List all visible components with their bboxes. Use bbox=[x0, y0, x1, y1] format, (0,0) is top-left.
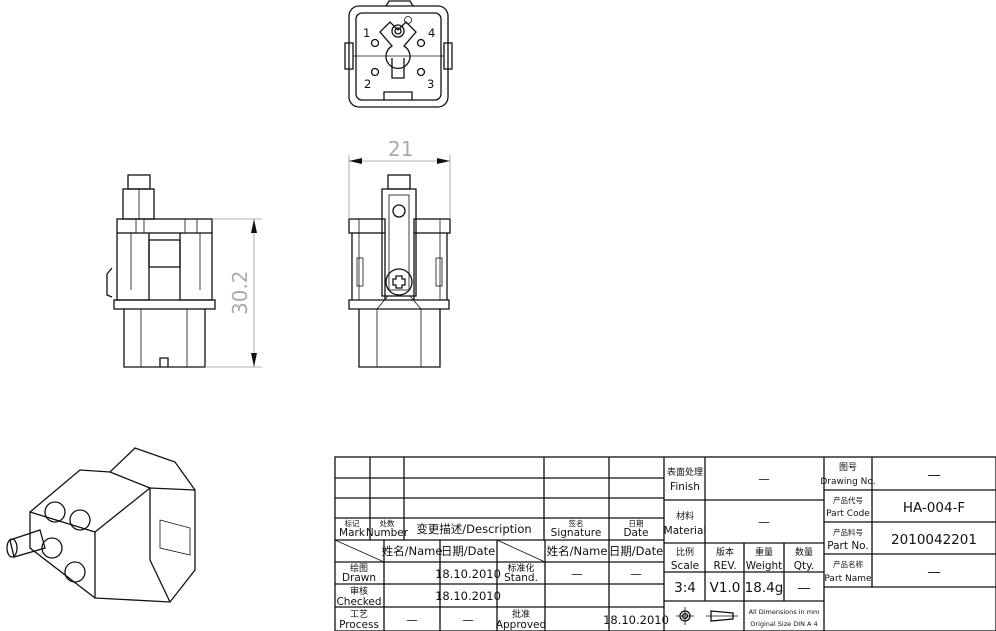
dimension-width-label: 21 bbox=[388, 137, 413, 161]
process-name: — bbox=[406, 613, 418, 627]
part-name-label-cn: 产品名称 bbox=[833, 559, 863, 569]
finish-value: — bbox=[758, 472, 770, 486]
isometric-view bbox=[6, 447, 196, 603]
qty-label-cn: 数量 bbox=[795, 546, 813, 558]
finish-label-cn: 表面处理 bbox=[667, 466, 703, 478]
drawing-no-label: Drawing No. bbox=[820, 477, 875, 487]
drawn-label-cn: 绘图 bbox=[350, 562, 368, 574]
scale-value: 3:4 bbox=[674, 580, 696, 596]
rev-value: V1.0 bbox=[710, 580, 741, 596]
mark-header-cn: 标记 bbox=[345, 518, 360, 528]
material-label: Material bbox=[664, 525, 707, 537]
side-view bbox=[106, 174, 216, 368]
projection-symbol-icon bbox=[676, 607, 738, 625]
number-header-cn: 处数 bbox=[380, 518, 395, 528]
approved-label-cn: 批准 bbox=[512, 608, 530, 620]
title-block-grid bbox=[334, 456, 996, 631]
drawn-label: Drawn bbox=[342, 572, 376, 584]
qty-value: — bbox=[797, 580, 811, 596]
date-header: Date bbox=[623, 527, 648, 539]
part-name-value: — bbox=[927, 564, 941, 580]
weight-label: Weight bbox=[746, 560, 783, 572]
part-code-value: HA-004-F bbox=[903, 500, 965, 516]
stand-name: — bbox=[571, 567, 583, 581]
scale-label-cn: 比例 bbox=[676, 546, 694, 558]
rev-label-cn: 版本 bbox=[716, 546, 734, 558]
width-dimension: 21 bbox=[348, 137, 451, 219]
approved-date: 18.10.2010 bbox=[603, 613, 669, 627]
part-no-value: 2010042201 bbox=[891, 532, 977, 548]
dimensions-note: All Dimensions in mm bbox=[749, 608, 820, 616]
stand-label-cn: 标准化 bbox=[507, 562, 534, 574]
stand-label: Stand. bbox=[504, 572, 538, 584]
process-label-cn: 工艺 bbox=[350, 609, 368, 620]
signature-header-cn: 签名 bbox=[569, 518, 584, 528]
original-size-note: Original Size DIN A 4 bbox=[750, 620, 817, 628]
front-view: 1 4 2 3 bbox=[344, 0, 453, 108]
drawn-date: 18.10.2010 bbox=[435, 567, 501, 581]
pin-label-4: 4 bbox=[428, 26, 435, 40]
pin-label-2: 2 bbox=[364, 77, 371, 91]
weight-label-cn: 重量 bbox=[755, 546, 773, 558]
material-value: — bbox=[758, 515, 770, 529]
date-header-cn: 日期 bbox=[629, 519, 644, 528]
checked-label: Checked bbox=[336, 596, 381, 608]
part-name-label: Part Name bbox=[824, 574, 872, 584]
part-no-label-cn: 产品料号 bbox=[833, 527, 863, 537]
weight-value: 18.4g bbox=[745, 580, 784, 596]
process-label: Process bbox=[339, 619, 379, 631]
rear-view bbox=[348, 174, 451, 368]
material-label-cn: 材料 bbox=[676, 510, 694, 522]
height-dimension: 30.2 bbox=[205, 218, 262, 368]
rev-label: REV. bbox=[713, 560, 736, 572]
stand-date: — bbox=[630, 567, 642, 581]
part-no-label: Part No. bbox=[827, 540, 869, 552]
mark-header: Mark bbox=[339, 527, 366, 539]
part-code-label: Part Code bbox=[826, 509, 870, 519]
qty-label: Qty. bbox=[794, 560, 814, 572]
process-date: — bbox=[462, 613, 474, 627]
drawing-no-value: — bbox=[927, 467, 941, 483]
description-header: 变更描述/Description bbox=[416, 522, 531, 536]
checked-date: 18.10.2010 bbox=[435, 589, 501, 603]
part-code-label-cn: 产品代号 bbox=[833, 495, 863, 505]
drawing-no-label-cn: 图号 bbox=[839, 462, 857, 473]
scale-label: Scale bbox=[671, 560, 699, 572]
title-block: 标记 Mark 处数 Number 变更描述/Description 签名 Si… bbox=[336, 462, 976, 631]
number-header: Number bbox=[366, 527, 409, 539]
pin-label-1: 1 bbox=[363, 26, 370, 40]
name-header-right: 姓名/Name bbox=[547, 544, 608, 558]
checked-label-cn: 审核 bbox=[350, 585, 368, 597]
date-header-right: 日期/Date bbox=[609, 544, 663, 558]
dimension-height-label: 30.2 bbox=[228, 270, 252, 315]
finish-label: Finish bbox=[670, 481, 700, 493]
signature-header: Signature bbox=[551, 527, 602, 539]
name-header: 姓名/Name bbox=[382, 544, 443, 558]
pin-label-3: 3 bbox=[427, 77, 434, 91]
approved-label: Approved bbox=[496, 619, 546, 631]
date-header-left: 日期/Date bbox=[441, 544, 495, 558]
